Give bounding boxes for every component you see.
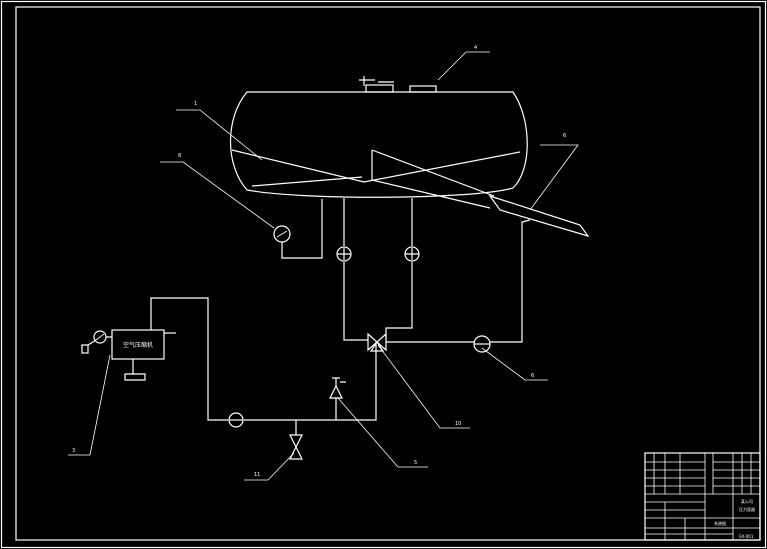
supply-line	[150, 297, 346, 460]
drawing-number: GX-001	[739, 534, 754, 539]
callout-label: 6	[531, 373, 534, 379]
three-way-valve-icon	[346, 332, 387, 421]
title-line-3: 系统图	[714, 520, 726, 526]
callout-label: 3	[72, 448, 75, 454]
callout-label: 6	[563, 133, 566, 139]
callout-label: 8	[178, 153, 181, 159]
air-compressor-box: 空气压缩机	[81, 329, 176, 381]
callout-label: 11	[254, 472, 260, 478]
pressure-gauge-icon	[273, 199, 323, 259]
drain-valve-icon	[289, 434, 303, 460]
callout-label: 5	[414, 460, 417, 466]
storage-tank	[230, 76, 590, 238]
sheet-inner-border	[15, 6, 761, 541]
callout-leaders	[68, 51, 579, 481]
title-line-2: 压力容器	[739, 506, 755, 512]
title-block: 某公司 压力容器 系统图 GX-001	[644, 452, 761, 541]
compressor-label: 空气压缩机	[123, 341, 153, 349]
title-line-1: 某公司	[741, 498, 753, 504]
callout-label: 10	[455, 421, 461, 427]
return-line	[386, 219, 531, 353]
callout-label: 4	[474, 45, 477, 51]
outlet-pipes	[336, 198, 420, 341]
callout-label: 1	[194, 101, 197, 107]
safety-valve-icon	[329, 384, 343, 399]
